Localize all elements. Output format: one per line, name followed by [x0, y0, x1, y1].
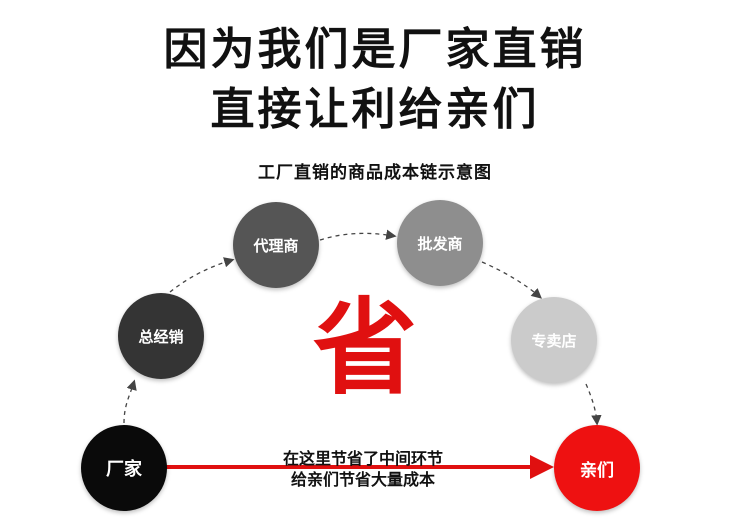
arrow-distributor-to-agent	[169, 257, 235, 293]
savings-note-line-2: 给亲们节省大量成本	[290, 470, 435, 489]
node-agent: 代理商	[233, 202, 319, 288]
node-factory-label: 厂家	[106, 459, 142, 480]
savings-note-line-1: 在这里节省了中间环节	[282, 449, 443, 468]
node-wholesaler-label: 批发商	[417, 234, 463, 253]
node-distributor-label: 总经销	[138, 327, 184, 346]
node-distributor: 总经销	[118, 293, 204, 379]
arrow-wholesaler-to-store	[481, 261, 542, 299]
arrow-factory-to-distributor	[123, 379, 137, 424]
arrow-agent-to-wholesaler	[319, 229, 397, 241]
node-factory: 厂家	[81, 425, 167, 511]
node-store: 专卖店	[511, 297, 597, 383]
node-agent-label: 代理商	[253, 236, 299, 255]
node-store-label: 专卖店	[531, 331, 577, 350]
arrow-store-to-customer	[585, 383, 602, 426]
node-wholesaler: 批发商	[397, 200, 483, 286]
save-character: 省	[312, 287, 417, 409]
node-customer-label: 亲们	[580, 460, 614, 481]
headline-line-1: 因为我们是厂家直销	[163, 24, 587, 75]
node-customer: 亲们	[554, 425, 640, 511]
headline-line-2: 直接让利给亲们	[210, 84, 540, 135]
diagram-subtitle: 工厂直销的商品成本链示意图	[258, 163, 492, 183]
